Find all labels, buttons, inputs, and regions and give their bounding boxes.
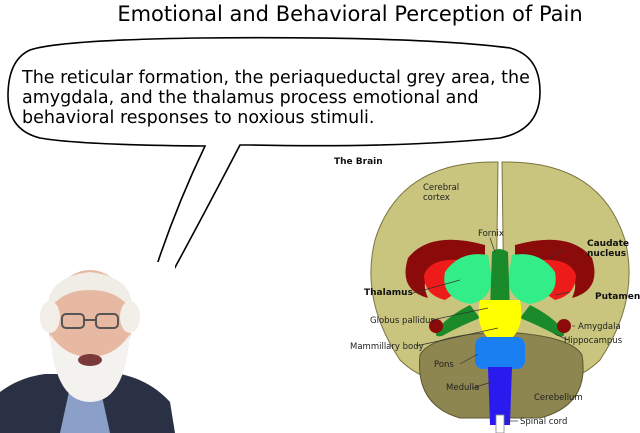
brain-diagram: The Brain Cerebral cortex Fornix Caudat: [334, 157, 640, 433]
label-caudate-1: Caudate: [587, 239, 629, 249]
label-globus-pallidus: Globus pallidus: [370, 316, 436, 326]
label-medulla: Medulla: [446, 383, 479, 393]
medulla: [488, 367, 512, 425]
globus-pallidus: [478, 300, 522, 338]
diagram-heading: The Brain: [334, 157, 383, 167]
label-amygdala: Amygdala: [578, 322, 621, 332]
label-pons: Pons: [434, 360, 454, 370]
hippocampus-right: [520, 305, 565, 337]
amygdala-right: [557, 319, 571, 333]
thalamus-left: [444, 254, 492, 304]
label-hippocampus: Hippocampus: [564, 336, 623, 346]
spinal-cord: [495, 414, 505, 433]
label-mammillary: Mammillary body: [350, 342, 424, 352]
label-caudate-2: nucleus: [587, 249, 626, 259]
pons: [475, 337, 525, 369]
speech-bubble-text: The reticular formation, the periaqueduc…: [22, 68, 530, 128]
fornix: [490, 249, 510, 314]
page-title: Emotional and Behavioral Perception of P…: [117, 2, 583, 26]
amygdala-left: [429, 319, 443, 333]
label-putamen: Putamen: [595, 292, 640, 302]
label-thalamus: Thalamus: [364, 288, 413, 298]
speaker-photo: [0, 262, 175, 433]
label-cerebellum: Cerebellum: [534, 393, 583, 403]
label-spinal-cord: Spinal cord: [520, 417, 567, 427]
thalamus-right: [508, 254, 556, 304]
caudate-right: [515, 239, 595, 298]
hippocampus-left: [435, 305, 480, 337]
caudate-left: [405, 239, 485, 298]
label-cerebral-cortex-2: cortex: [423, 193, 450, 203]
label-fornix: Fornix: [478, 229, 504, 239]
label-cerebral-cortex-1: Cerebral: [423, 183, 459, 193]
